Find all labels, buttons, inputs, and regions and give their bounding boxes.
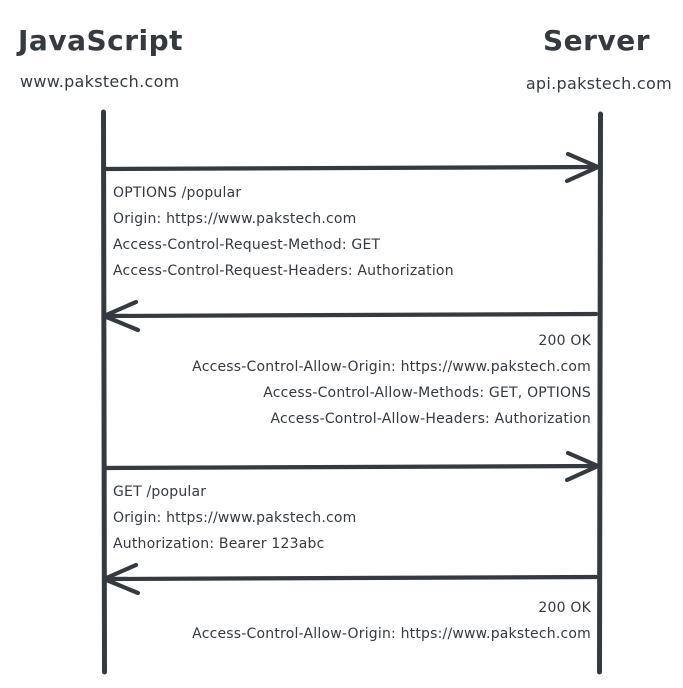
message-line: Access-Control-Allow-Origin: https://www… <box>192 626 591 642</box>
actor-server-subtitle: api.pakstech.com <box>525 74 672 93</box>
message-line: Origin: https://www.pakstech.com <box>113 211 357 227</box>
message-line: Origin: https://www.pakstech.com <box>113 510 357 526</box>
message-line: Authorization: Bearer 123abc <box>113 536 325 552</box>
actor-javascript-subtitle: www.pakstech.com <box>20 72 180 91</box>
message-get-response: 200 OK Access-Control-Allow-Origin: http… <box>192 595 591 647</box>
message-get-request: GET /popular Origin: https://www.pakstec… <box>113 479 356 557</box>
arrow-get-response <box>101 562 599 596</box>
message-line: Access-Control-Allow-Origin: https://www… <box>192 359 591 375</box>
message-line: Access-Control-Request-Headers: Authoriz… <box>113 263 454 279</box>
message-line: Access-Control-Allow-Methods: GET, OPTIO… <box>263 385 591 401</box>
message-line: Access-Control-Allow-Headers: Authorizat… <box>270 411 591 427</box>
message-line: 200 OK <box>538 600 591 616</box>
message-line: Access-Control-Request-Method: GET <box>113 237 381 253</box>
actor-server-title: Server <box>542 24 650 57</box>
message-line: OPTIONS /popular <box>113 185 242 201</box>
message-preflight-request: OPTIONS /popular Origin: https://www.pak… <box>113 180 454 284</box>
lifeline-server <box>597 111 603 675</box>
actor-javascript-title: JavaScript <box>18 24 184 57</box>
arrow-preflight-request <box>101 151 601 184</box>
message-line: GET /popular <box>113 484 207 500</box>
arrow-get-request <box>101 450 601 483</box>
message-line: 200 OK <box>538 333 591 349</box>
message-preflight-response: 200 OK Access-Control-Allow-Origin: http… <box>192 328 591 432</box>
arrow-preflight-response <box>101 299 599 333</box>
lifeline-javascript <box>101 109 107 675</box>
